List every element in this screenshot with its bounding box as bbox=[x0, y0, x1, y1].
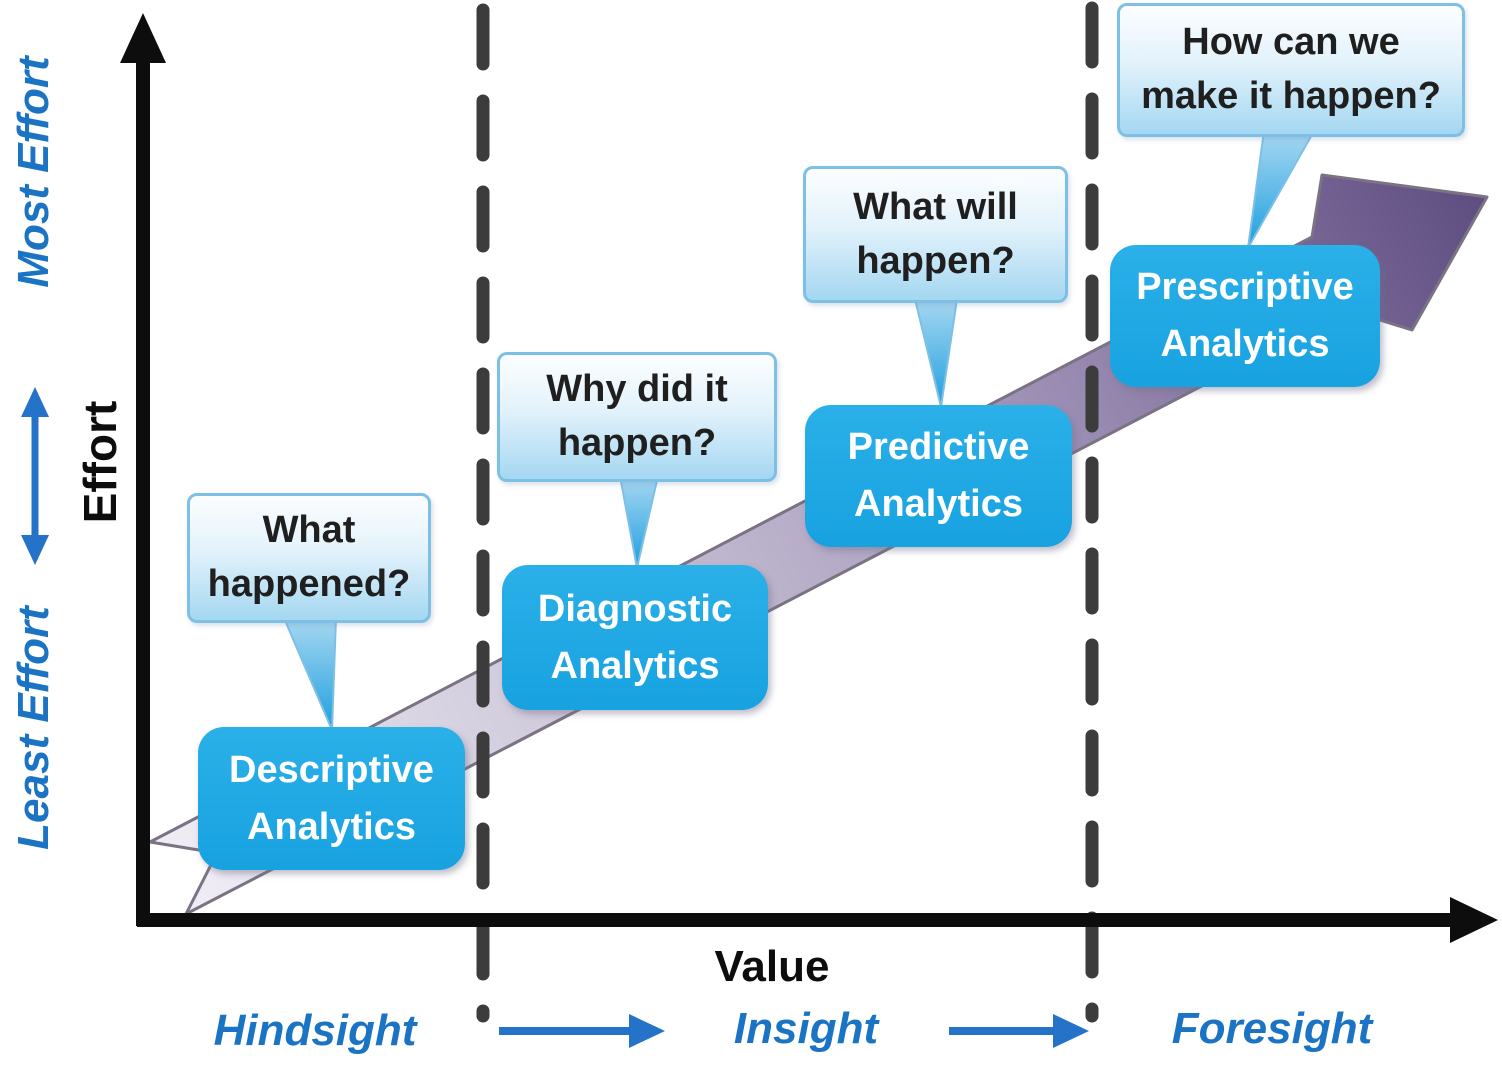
stage-name-line: Analytics bbox=[550, 644, 720, 687]
zone-label-insight: Insight bbox=[733, 1004, 879, 1053]
stage-box-descriptive-analytics: Descriptive Analytics bbox=[198, 727, 465, 870]
stage-name-line: Prescriptive bbox=[1136, 266, 1354, 308]
callout-line: What bbox=[262, 509, 356, 552]
stage-name-line: Analytics bbox=[854, 483, 1023, 525]
callout-tail-prescriptive bbox=[1247, 130, 1316, 249]
zone-label-foresight: Foresight bbox=[1171, 1004, 1373, 1053]
stage-name-line: Analytics bbox=[1160, 323, 1330, 365]
callout-line: What will bbox=[853, 185, 1018, 228]
value-axis-label: Value bbox=[714, 942, 830, 991]
callout-line: make it happen? bbox=[1141, 75, 1441, 117]
stage-name-line: Predictive bbox=[847, 426, 1030, 468]
zone-arrow-1-icon bbox=[499, 1014, 665, 1048]
callout-line: happen? bbox=[856, 239, 1015, 282]
stage-name-line: Descriptive bbox=[229, 748, 434, 791]
stage-box-diagnostic-analytics: Diagnostic Analytics bbox=[502, 565, 768, 710]
zone-label-hindsight: Hindsight bbox=[213, 1006, 417, 1055]
callout-line: happened? bbox=[207, 563, 411, 605]
zone-arrow-2-icon bbox=[949, 1014, 1089, 1048]
effort-double-arrow-icon bbox=[21, 387, 49, 565]
stage-box-prescriptive-analytics: Prescriptive Analytics bbox=[1110, 245, 1380, 387]
callout-what-will-happen: What will happen? bbox=[803, 166, 1068, 303]
callout-line: Why did it bbox=[546, 368, 728, 411]
callout-why-did-it-happen: Why did it happen? bbox=[497, 352, 777, 482]
callout-line: How can we bbox=[1182, 21, 1400, 64]
stage-box-predictive-analytics: Predictive Analytics bbox=[805, 405, 1072, 547]
callout-tail-descriptive bbox=[282, 617, 338, 731]
least-effort-label: Least Effort bbox=[9, 606, 58, 850]
callout-how-can-we-make-it-happen: How can we make it happen? bbox=[1117, 3, 1465, 137]
most-effort-label: Most Effort bbox=[9, 56, 58, 288]
callout-tail-predictive bbox=[913, 298, 959, 408]
callout-line: happen? bbox=[557, 422, 717, 464]
stage-name-line: Diagnostic bbox=[537, 587, 733, 630]
x-axis-arrowhead bbox=[1450, 897, 1498, 943]
stage-name-line: Analytics bbox=[247, 805, 416, 848]
callout-what-happened: What happened? bbox=[187, 493, 431, 623]
callout-tail-diagnostic bbox=[618, 475, 660, 569]
effort-axis-label: Effort bbox=[74, 400, 126, 524]
y-axis-arrowhead bbox=[120, 13, 166, 63]
